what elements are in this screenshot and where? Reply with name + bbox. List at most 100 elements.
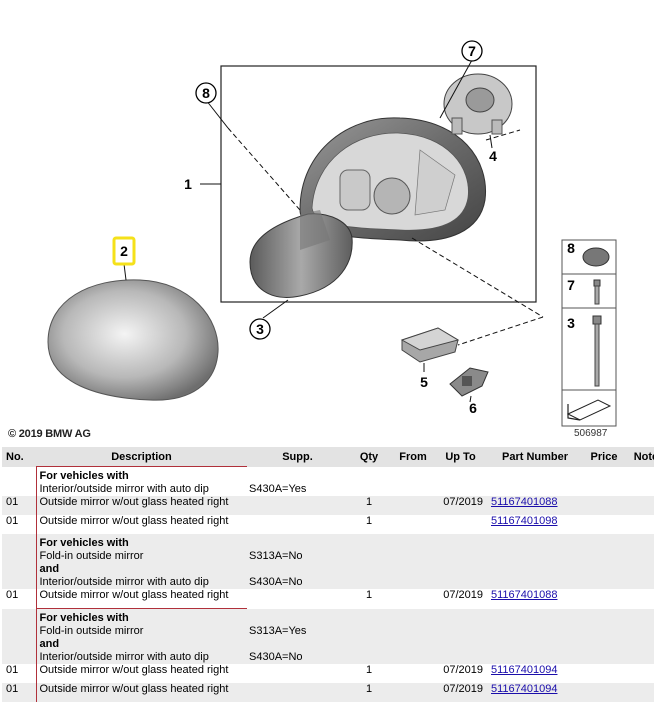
header-part-number: Part Number bbox=[485, 447, 581, 467]
condition-title: For vehicles with bbox=[39, 470, 129, 482]
condition-supp: S313A=Yes bbox=[249, 624, 307, 637]
row-no: 01 bbox=[2, 515, 36, 534]
condition-text: Interior/outside mirror with auto dip bbox=[39, 483, 209, 495]
header-notes: Notes bbox=[627, 447, 654, 467]
table-row[interactable]: 01 Outside mirror w/out glass heated rig… bbox=[2, 664, 654, 683]
condition-supp: S430A=No bbox=[249, 576, 303, 588]
condition-title: For vehicles with bbox=[39, 537, 129, 549]
figure-number: 506987 bbox=[574, 428, 608, 439]
condition-supp: S430A=Yes bbox=[249, 482, 307, 495]
condition-text: Interior/outside mirror with auto dip bbox=[39, 576, 209, 588]
row-notes bbox=[627, 496, 654, 515]
row-notes bbox=[627, 683, 654, 702]
row-up-to bbox=[436, 515, 485, 534]
condition-row: For vehicles with Fold-in outside mirror… bbox=[2, 608, 654, 664]
row-price bbox=[581, 664, 627, 683]
condition-supp: S313A=No bbox=[249, 550, 303, 562]
row-qty: 1 bbox=[348, 683, 390, 702]
mirror-cap bbox=[47, 279, 219, 401]
svg-text:5: 5 bbox=[420, 374, 428, 390]
table-row[interactable]: 01 Outside mirror w/out glass heated rig… bbox=[2, 589, 654, 609]
condition-text: Fold-in outside mirror bbox=[39, 625, 144, 637]
row-qty: 1 bbox=[348, 496, 390, 515]
callout-2[interactable]: 2 bbox=[112, 236, 136, 266]
mirror-housing bbox=[299, 117, 487, 242]
header-price: Price bbox=[581, 447, 627, 467]
row-from bbox=[390, 496, 436, 515]
condition-text: Fold-in outside mirror bbox=[39, 550, 144, 562]
copyright-notice: © 2019 BMW AG bbox=[8, 428, 91, 440]
svg-text:7: 7 bbox=[468, 43, 476, 59]
row-qty: 1 bbox=[348, 664, 390, 683]
condition-title: For vehicles with bbox=[39, 612, 129, 624]
row-notes bbox=[627, 515, 654, 534]
row-no: 01 bbox=[2, 683, 36, 702]
row-description: Outside mirror w/out glass heated right bbox=[35, 664, 247, 683]
condition-and: and bbox=[39, 638, 60, 650]
table-row[interactable]: 01 Outside mirror w/out glass heated rig… bbox=[2, 515, 654, 534]
condition-and: and bbox=[39, 563, 60, 575]
row-description: Outside mirror w/out glass heated right bbox=[35, 515, 247, 534]
part-number-link[interactable]: 51167401088 bbox=[491, 589, 558, 601]
header-from: From bbox=[390, 447, 436, 467]
svg-text:4: 4 bbox=[489, 148, 497, 164]
leader-lines bbox=[123, 59, 544, 403]
screw-icon bbox=[593, 279, 601, 305]
svg-text:6: 6 bbox=[469, 400, 477, 416]
row-no: 01 bbox=[2, 496, 36, 515]
hardware-legend: 8 7 3 bbox=[561, 239, 617, 427]
row-no: 01 bbox=[2, 664, 36, 683]
callout-5[interactable]: 5 bbox=[420, 374, 428, 390]
table-row[interactable]: 01 Outside mirror w/out glass heated rig… bbox=[2, 683, 654, 702]
callout-7[interactable]: 7 bbox=[461, 40, 483, 62]
condition-row: For vehicles with Interior/outside mirro… bbox=[2, 466, 654, 496]
bolt-icon bbox=[592, 315, 602, 387]
condition-text: Interior/outside mirror with auto dip bbox=[39, 651, 209, 663]
part-number-link[interactable]: 51167401098 bbox=[491, 515, 558, 527]
svg-text:1: 1 bbox=[184, 176, 192, 192]
plug-cap-icon bbox=[582, 247, 610, 267]
callout-1[interactable]: 1 bbox=[184, 176, 192, 192]
table-row[interactable]: 01 Outside mirror w/out glass heated rig… bbox=[2, 496, 654, 515]
row-up-to: 07/2019 bbox=[436, 496, 485, 515]
parts-diagram: 1 2 3 4 5 6 7 8 8 7 3 bbox=[47, 40, 617, 427]
control-unit bbox=[400, 327, 460, 363]
part-number-link[interactable]: 51167401094 bbox=[491, 664, 558, 676]
svg-text:2: 2 bbox=[120, 243, 128, 259]
svg-text:8: 8 bbox=[202, 85, 210, 101]
part-number-link[interactable]: 51167401088 bbox=[491, 496, 558, 508]
row-price bbox=[581, 496, 627, 515]
header-up-to: Up To bbox=[436, 447, 485, 467]
row-from bbox=[390, 664, 436, 683]
row-from bbox=[390, 515, 436, 534]
part-number-link[interactable]: 51167401094 bbox=[491, 683, 558, 695]
mirror-motor bbox=[443, 73, 513, 135]
header-qty: Qty bbox=[348, 447, 390, 467]
header-description: Description bbox=[36, 447, 247, 467]
parts-table: No. Description Supp. Qty From Up To Par… bbox=[2, 447, 654, 702]
row-description: Outside mirror w/out glass heated right bbox=[35, 683, 247, 702]
condition-supp: S430A=No bbox=[249, 650, 303, 663]
svg-text:3: 3 bbox=[256, 321, 264, 337]
row-from bbox=[390, 589, 436, 609]
bracket bbox=[449, 367, 489, 397]
condition-row: For vehicles with Fold-in outside mirror… bbox=[2, 534, 654, 589]
row-description: Outside mirror w/out glass heated right bbox=[35, 589, 247, 609]
header-supp: Supp. bbox=[247, 447, 348, 467]
legend-label-7: 7 bbox=[567, 277, 575, 293]
row-notes bbox=[627, 589, 654, 609]
row-qty: 1 bbox=[348, 589, 390, 609]
header-no: No. bbox=[2, 447, 36, 467]
legend-label-8: 8 bbox=[567, 240, 575, 256]
callout-4[interactable]: 4 bbox=[489, 148, 497, 164]
row-notes bbox=[627, 664, 654, 683]
arrow-icon bbox=[566, 399, 612, 421]
row-up-to: 07/2019 bbox=[436, 664, 485, 683]
row-price bbox=[581, 683, 627, 702]
row-up-to: 07/2019 bbox=[436, 683, 485, 702]
callout-3[interactable]: 3 bbox=[249, 318, 271, 340]
row-qty: 1 bbox=[348, 515, 390, 534]
row-description: Outside mirror w/out glass heated right bbox=[35, 496, 247, 515]
callout-8[interactable]: 8 bbox=[195, 82, 217, 104]
callout-6[interactable]: 6 bbox=[469, 400, 477, 416]
